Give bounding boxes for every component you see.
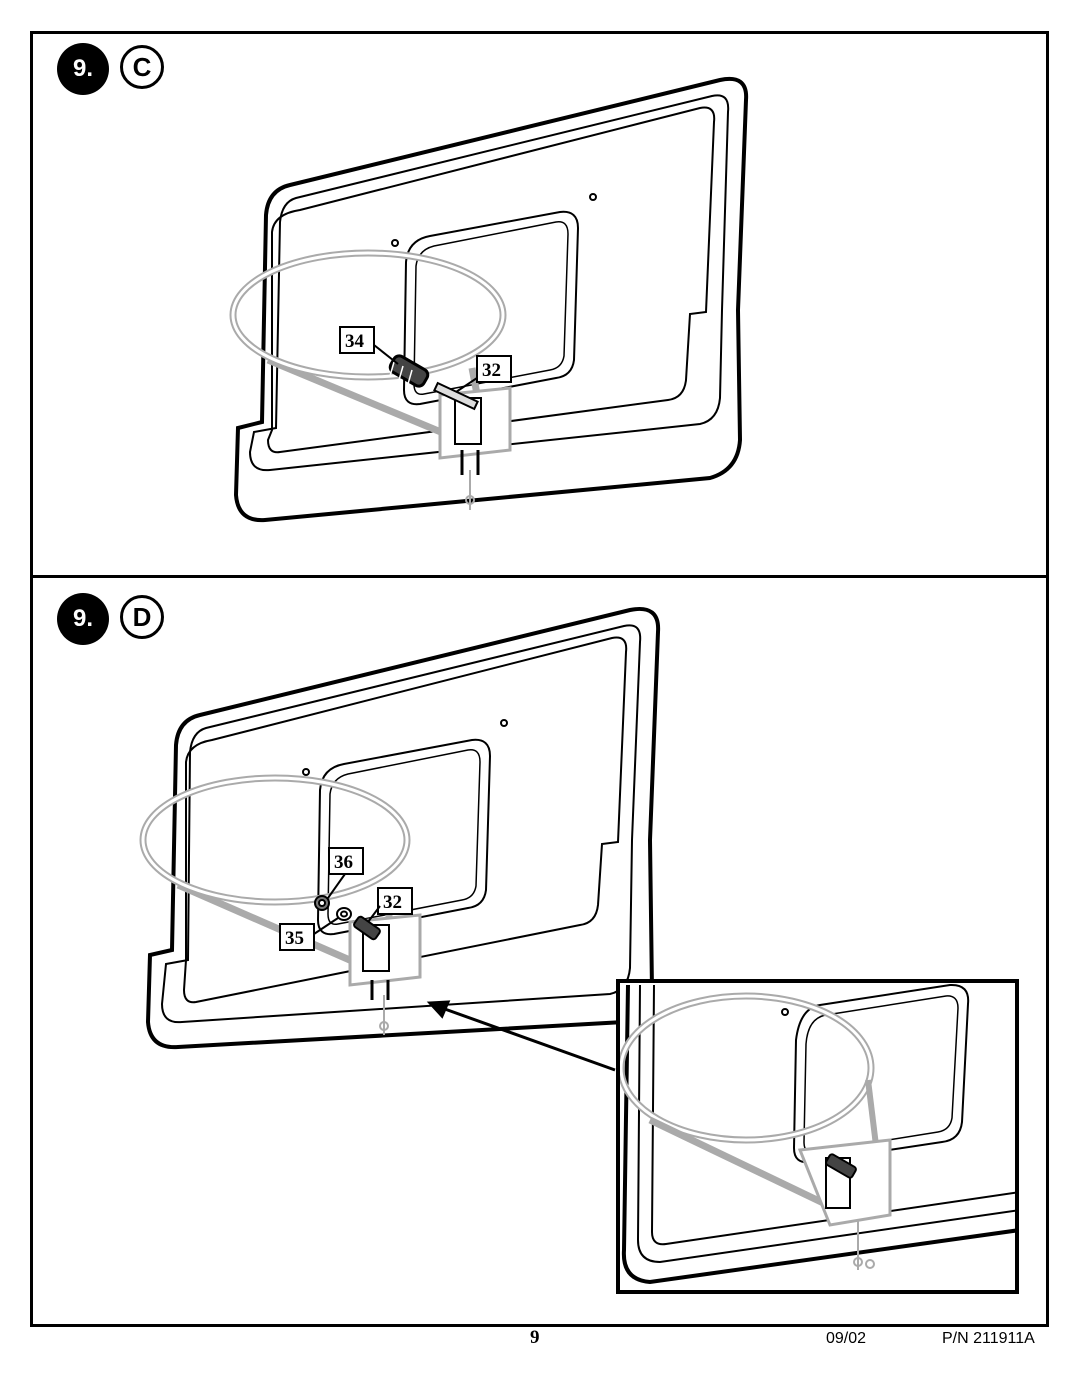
callout-label-32-d: 32 [383, 892, 402, 913]
detail-arrow [426, 1000, 616, 1072]
page-number: 9 [530, 1327, 540, 1348]
callout-label-35: 35 [285, 928, 304, 949]
backboard-d [145, 607, 661, 1050]
nut-part-36 [314, 895, 330, 911]
callout-label-32-c: 32 [482, 360, 501, 381]
bracket-c [438, 386, 512, 510]
step-letter-badge-d: D [120, 595, 164, 639]
backboard-c [233, 77, 749, 523]
bracket-d [348, 913, 422, 1035]
rim-d-inner [141, 776, 409, 904]
callouts-c [339, 326, 512, 393]
step-number-badge-d: 9. [57, 593, 109, 645]
panel-step-9d [30, 575, 1049, 1327]
rim-c-inner [231, 251, 505, 379]
washer-part-35 [336, 907, 352, 921]
document-date: 09/02 [826, 1330, 867, 1347]
spring-part-34 [388, 354, 430, 388]
detail-inset [616, 979, 1019, 1294]
callout-label-34: 34 [345, 331, 365, 352]
part-number: P/N 211911A [942, 1330, 1035, 1347]
callouts-d [279, 847, 413, 951]
callout-label-36: 36 [334, 852, 353, 873]
step-letter-badge-c: C [120, 45, 164, 89]
step-number-badge-c: 9. [57, 43, 109, 95]
bolt-part-32-c [433, 381, 479, 411]
bolt-part-32-d [353, 915, 381, 941]
